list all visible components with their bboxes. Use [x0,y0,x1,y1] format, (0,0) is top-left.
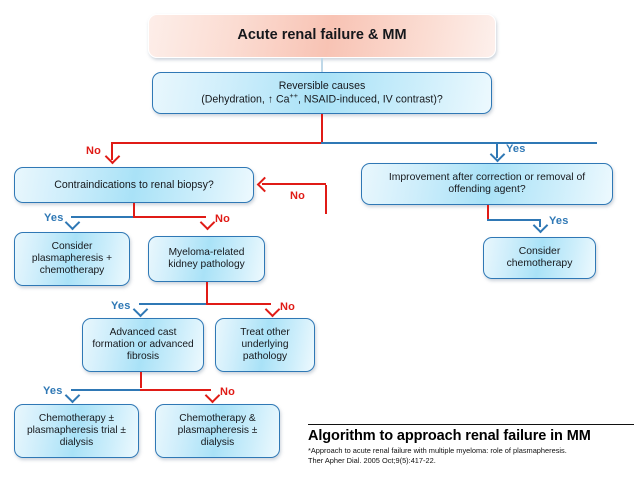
node-myeloma-related-kidney-pathology: Myeloma-related kidney pathology [148,236,265,282]
node-contraindications-renal-biopsy: Contraindications to renal biopsy? [14,167,254,203]
node-label: Improvement after correction or removal … [388,171,586,195]
connector-myeloma-stem [206,282,208,298]
node-consider-chemotherapy: Consider chemotherapy [483,237,596,279]
node-label: Reversible causes (Dehydration, ↑ Ca++, … [159,80,485,107]
edge-label-improvement-yes: Yes [549,215,569,227]
node-label: Contraindications to renal biopsy? [54,178,214,191]
node-improvement-after-correction: Improvement after correction or removal … [361,163,613,205]
edge-label-cast-yes: Yes [43,385,63,397]
node-label: Consider chemotherapy [506,245,573,269]
node-chemotherapy-plasmapheresis-trial: Chemotherapy ± plasmapheresis trial ± di… [14,404,139,458]
connector-improvement-no-down [325,185,327,214]
edge-label-contra-no: No [215,213,231,225]
node-label: Chemotherapy & plasmapheresis ± dialysis [177,412,258,449]
node-label: Chemotherapy ± plasmapheresis trial ± di… [26,412,126,449]
caption-citation: *Approach to acute renal failure with mu… [308,446,634,466]
connector-level1-yes-drop [496,142,498,158]
connector-contra-stem [133,203,135,217]
arrow-down-icon [489,146,506,163]
connector-contra-yes [71,216,134,218]
arrow-down-icon [104,148,121,165]
reversible-line-1: Reversible causes [278,79,366,92]
connector-reversible-stem [321,114,323,142]
node-label: Consider plasmapheresis + chemotherapy [31,240,113,277]
connector-improvement-yes-drop [539,219,541,227]
node-label: Myeloma-related kidney pathology [168,246,245,270]
node-treat-other-underlying-pathology: Treat other underlying pathology [215,318,315,372]
citation-line-1: *Approach to acute renal failure with mu… [308,446,567,455]
node-consider-plasmapheresis-chemotherapy: Consider plasmapheresis + chemotherapy [14,232,130,286]
citation-line-2: Ther Apher Dial. 2005 Oct;9(5):417-22. [308,456,436,466]
edge-label-myeloma-yes: Yes [111,300,131,312]
reversible-superscript: ++ [289,91,298,101]
node-chemotherapy-plasmapheresis-dialysis: Chemotherapy & plasmapheresis ± dialysis [155,404,280,458]
connector-cast-yes [71,389,141,391]
connector-improvement-yes-stem [487,205,489,220]
connector-level1-left [111,142,323,144]
node-acute-renal-failure-mm: Acute renal failure & MM [148,14,496,58]
node-label: Treat other underlying pathology [240,326,290,363]
caption-divider [308,424,634,425]
edge-label-improvement-no: No [290,190,306,202]
node-label: Acute renal failure & MM [237,27,407,44]
connector-myeloma-stem-lower [206,298,208,304]
connector-cast-no [140,389,211,391]
connector-improvement-no-left [262,183,326,185]
edge-label-level1-yes: Yes [506,143,526,155]
connector-myeloma-no [206,303,271,305]
edge-label-contra-yes: Yes [44,212,64,224]
node-advanced-cast-formation: Advanced cast formation or advanced fibr… [82,318,204,372]
connector-level1-no-drop [111,142,113,160]
edge-label-myeloma-no: No [280,301,296,313]
connector-contra-no [133,216,206,218]
connector-root-to-reversible [321,58,323,72]
connector-cast-stem [140,372,142,388]
node-reversible-causes: Reversible causes (Dehydration, ↑ Ca++, … [152,72,492,114]
edge-label-cast-no: No [220,386,236,398]
reversible-line-2-post: , NSAID-induced, IV contrast)? [297,93,443,106]
reversible-line-2-pre: (Dehydration, ↑ Ca [201,93,290,106]
connector-level1-right [321,142,597,144]
caption-block: Algorithm to approach renal failure in M… [308,424,634,466]
connector-improvement-yes-right [487,219,539,221]
connector-myeloma-yes [139,303,207,305]
caption-heading: Algorithm to approach renal failure in M… [308,428,591,444]
node-label: Advanced cast formation or advanced fibr… [92,326,194,363]
arrow-left-icon [256,176,273,193]
edge-label-level1-no: No [86,145,102,157]
